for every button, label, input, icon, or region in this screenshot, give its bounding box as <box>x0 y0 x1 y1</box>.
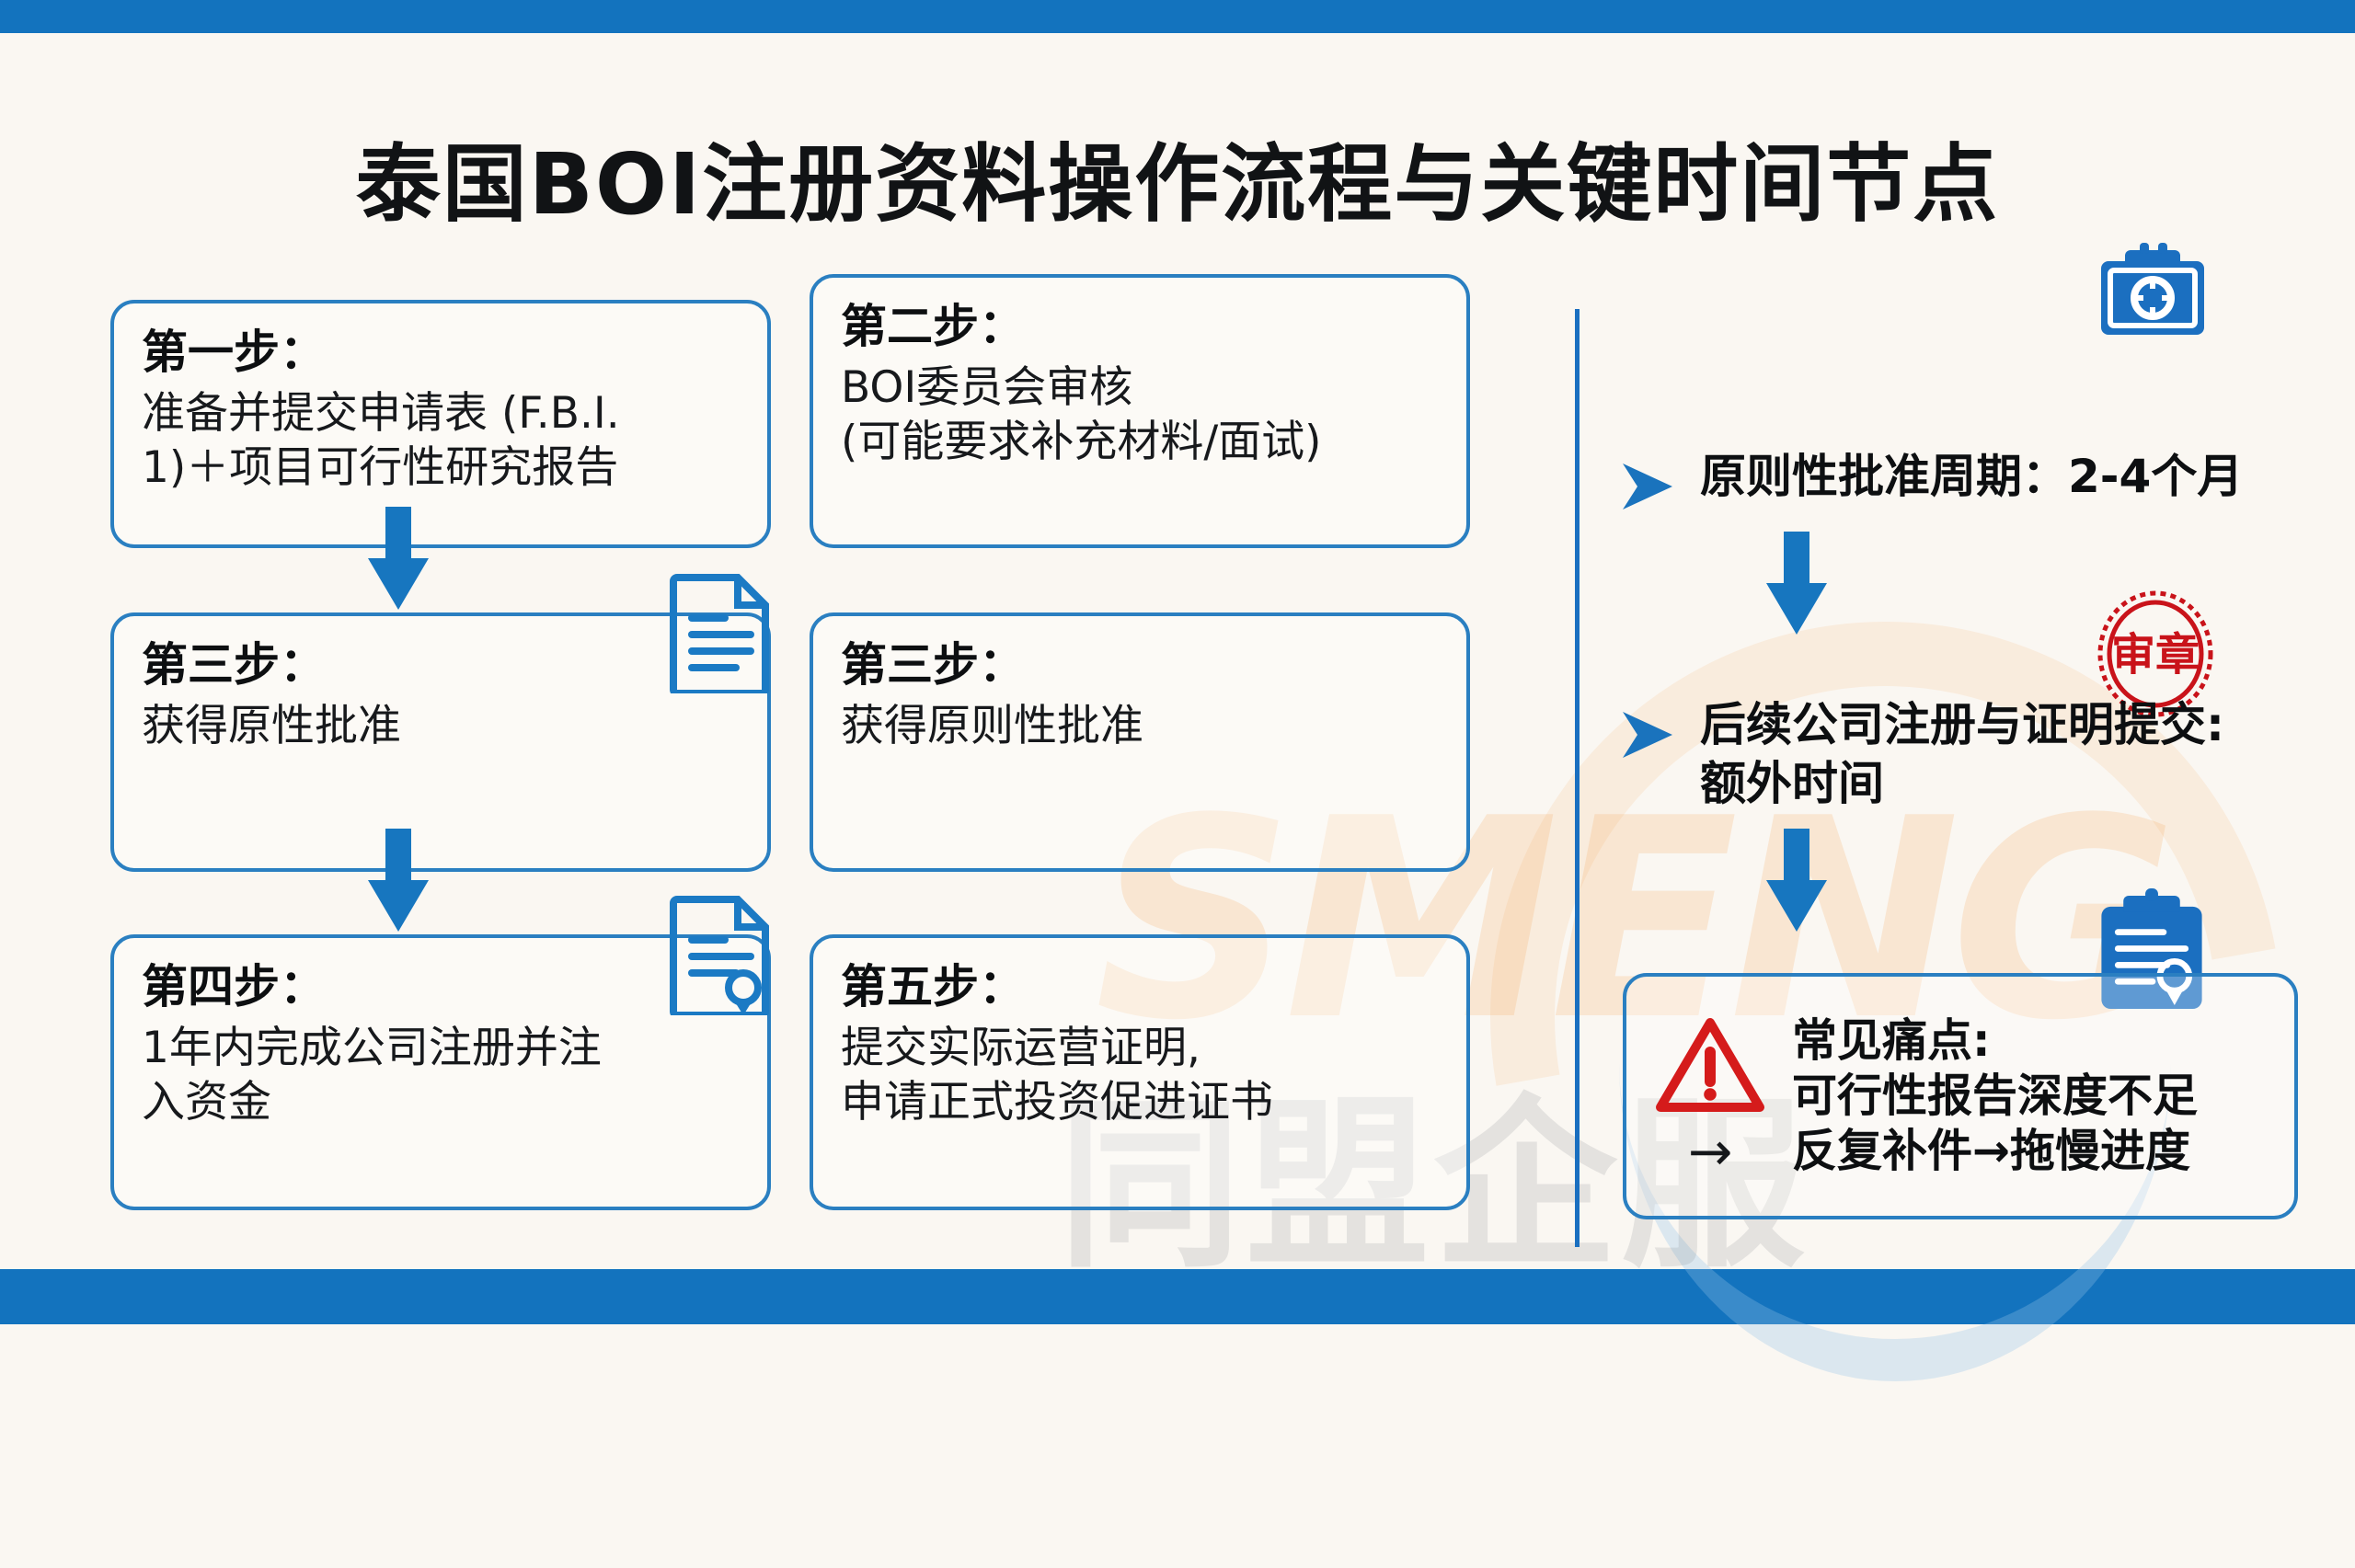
infographic-canvas: SMENG 同盟企服 泰国BOI注册资料操作流程与关键时间节点 第一步： 准备并… <box>0 33 2355 1568</box>
step-card-2: 第二步： BOI委员会审核 (可能要求补充材料/面试) <box>810 274 1470 548</box>
clipboard-seal-icon <box>2097 243 2208 356</box>
pain-points-card: → 常见痛点: 可行性报告深度不足 反复补件→拖慢进度 <box>1623 973 2298 1219</box>
section-divider <box>1575 309 1580 1247</box>
document-certificate-icon <box>670 896 773 1020</box>
timeline-notes-panel: 原则性批准周期：2-4个月 后续公司注册与证明提交: 额外时间 → <box>1619 309 2300 1247</box>
timeline-bullet-2: 后续公司注册与证明提交: 额外时间 <box>1619 695 2224 813</box>
chevron-right-icon <box>1619 708 1676 766</box>
timeline-bullet-1-text: 原则性批准周期：2-4个月 <box>1700 450 2244 503</box>
flow-column-left: 第一步： 准备并提交申请表 (F.B.I. 1)＋项目可行性研究报告 第三步： … <box>110 300 773 1247</box>
step-2-body: BOI委员会审核 (可能要求补充材料/面试) <box>841 362 1322 467</box>
step-3-right-body: 获得原则性批准 <box>841 701 1143 751</box>
warning-triangle-icon <box>1655 1015 1765 1119</box>
step-4-body: 1年内完成公司注册并注 入资金 <box>142 1023 602 1127</box>
step-3-left-body: 获得原性批准 <box>142 701 401 751</box>
step-3-right-heading: 第三步： <box>841 638 1025 692</box>
step-card-3-right: 第三步： 获得原则性批准 <box>810 612 1470 872</box>
pain-points-text: 常见痛点: 可行性报告深度不足 反复补件→拖慢进度 <box>1792 1014 2199 1177</box>
flow-arrow-down-icon <box>1766 829 1827 932</box>
step-card-5: 第五步： 提交实际运营证明, 申请正式投资促进证书 <box>810 934 1470 1210</box>
step-card-3-left: 第三步： 获得原性批准 <box>110 612 771 872</box>
step-1-heading: 第一步： <box>142 326 326 379</box>
flow-arrow-down-icon <box>368 829 429 932</box>
clipboard-certificate-icon <box>2097 888 2206 1017</box>
flow-arrow-down-icon <box>1766 532 1827 635</box>
pain-points-arrow-glyph: → <box>1687 1119 1733 1183</box>
approval-stamp-icon: 审章 <box>2086 585 2224 727</box>
step-card-1: 第一步： 准备并提交申请表 (F.B.I. 1)＋项目可行性研究报告 <box>110 300 771 548</box>
flow-arrow-down-icon <box>368 507 429 610</box>
chevron-right-icon <box>1619 460 1676 518</box>
step-1-body: 准备并提交申请表 (F.B.I. 1)＋项目可行性研究报告 <box>142 388 620 493</box>
step-3-left-heading: 第三步： <box>142 638 326 692</box>
timeline-bullet-2-text: 后续公司注册与证明提交: 额外时间 <box>1700 698 2224 810</box>
stamp-text: 审章 <box>2111 629 2200 681</box>
top-accent-band <box>0 0 2355 33</box>
process-flow: 第一步： 准备并提交申请表 (F.B.I. 1)＋项目可行性研究报告 第三步： … <box>110 243 2213 1247</box>
step-5-heading: 第五步： <box>841 960 1025 1013</box>
page-title: 泰国BOI注册资料操作流程与关键时间节点 <box>355 135 2000 234</box>
step-2-heading: 第二步： <box>841 300 1025 353</box>
step-4-heading: 第四步： <box>142 960 326 1013</box>
document-lines-icon <box>670 574 773 698</box>
step-5-body: 提交实际运营证明, 申请正式投资促进证书 <box>841 1023 1273 1127</box>
pain-points-marker-group: → <box>1641 1015 1779 1178</box>
bottom-accent-band <box>0 1269 2355 1324</box>
step-card-4: 第四步： 1年内完成公司注册并注 入资金 <box>110 934 771 1210</box>
timeline-bullet-1: 原则性批准周期：2-4个月 <box>1619 447 2243 518</box>
flow-column-right: 第二步： BOI委员会审核 (可能要求补充材料/面试) <box>810 243 2213 1247</box>
